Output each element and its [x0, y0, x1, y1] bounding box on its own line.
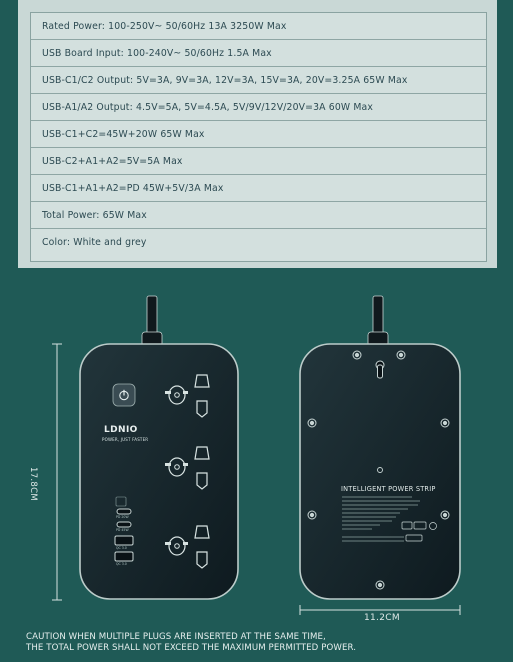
caution-line-1: CAUTION WHEN MULTIPLE PLUGS ARE INSERTED… — [26, 632, 326, 642]
certification-marks-icon — [401, 521, 437, 542]
spec-table: Rated Power: 100-250V~ 50/60Hz 13A 3250W… — [30, 12, 487, 262]
back-view — [299, 295, 461, 615]
spec-row-usb-board-input: USB Board Input: 100-240V~ 50/60Hz 1.5A … — [31, 40, 486, 67]
caution-line-2: THE TOTAL POWER SHALL NOT EXCEED THE MAX… — [26, 643, 357, 653]
usb-port-icon — [116, 521, 132, 528]
usb-port-icon — [114, 551, 134, 562]
spec-row-color: Color: White and grey — [42, 237, 147, 248]
port-label: PD 20W — [116, 515, 129, 519]
product-diagram — [52, 295, 461, 615]
socket-icon — [165, 374, 210, 418]
width-dimension-label: 11.2CM — [364, 613, 400, 623]
front-view — [52, 295, 239, 601]
spec-row-usb-c-output: USB-C1/C2 Output: 5V=3A, 9V=3A, 12V=3A, … — [31, 67, 486, 94]
brand-logo: LDNIO — [104, 425, 138, 435]
front-body — [79, 343, 239, 600]
port-label: QC 3.0 — [116, 562, 127, 566]
port-label: QC 3.0 — [116, 546, 127, 550]
caution-note: CAUTION WHEN MULTIPLE PLUGS ARE INSERTED… — [26, 632, 496, 654]
keyhole-icon — [375, 360, 385, 379]
usb-port-icon — [115, 496, 132, 515]
spec-panel: Rated Power: 100-250V~ 50/60Hz 13A 3250W… — [18, 0, 497, 268]
socket-icon — [165, 446, 210, 490]
usb-port-icon — [114, 535, 134, 546]
screw-icon — [307, 350, 450, 590]
label-text-lines — [342, 496, 420, 542]
brand-tagline: POWER, JUST FASTER — [102, 437, 149, 442]
back-label-title: INTELLIGENT POWER STRIP — [341, 485, 436, 493]
back-body — [299, 343, 461, 600]
socket-icon — [165, 525, 210, 569]
height-dimension-label: 17.8CM — [28, 467, 38, 501]
spec-row-usb-a-output: USB-A1/A2 Output: 4.5V=5A, 5V=4.5A, 5V/9… — [31, 94, 486, 121]
spec-row-c2-a1-a2: USB-C2+A1+A2=5V=5A Max — [31, 148, 486, 175]
spec-row-c1-c2: USB-C1+C2=45W+20W 65W Max — [31, 121, 486, 148]
spec-row-c1-a1-a2: USB-C1+A1+A2=PD 45W+5V/3A Max — [31, 175, 486, 202]
spec-row-total-power: Total Power: 65W Max — [31, 202, 486, 229]
port-label: PD 45W — [116, 528, 129, 532]
spec-row-rated-power: Rated Power: 100-250V~ 50/60Hz 13A 3250W… — [31, 13, 486, 40]
